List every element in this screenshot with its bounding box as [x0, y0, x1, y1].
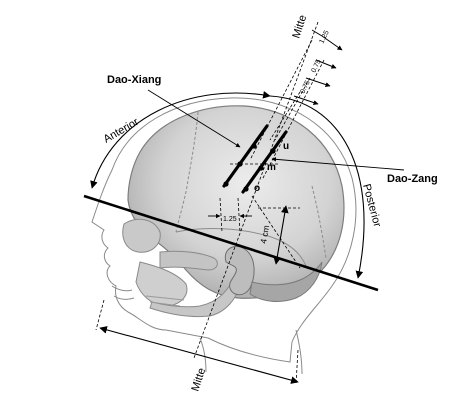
top-tick-1	[321, 35, 343, 51]
orbit	[122, 218, 161, 253]
guide-depth-vertical	[251, 195, 301, 269]
dao-xiang-line	[222, 124, 269, 188]
point-o	[243, 186, 249, 192]
ear	[224, 246, 255, 296]
mitte-top-label: Mitte	[290, 14, 309, 40]
dao-zang-line	[241, 130, 288, 194]
guide-offset-1	[219, 197, 223, 233]
lambdoid-suture	[311, 185, 327, 259]
reference-lines	[83, 91, 379, 384]
dim-height-label: 4 cm	[258, 224, 271, 244]
guide-top-d	[269, 91, 301, 141]
dao-zang-leader	[271, 157, 405, 171]
top-tick-3	[305, 77, 331, 87]
point-u-label: u	[283, 141, 289, 152]
posterior-arc	[269, 95, 365, 279]
point-dx-lower	[223, 181, 229, 187]
leader-lines	[147, 89, 405, 171]
zygomatic	[159, 250, 218, 271]
dao-xiang-label: Dao-Xiang	[107, 74, 161, 86]
acupuncture-points	[223, 143, 276, 192]
point-dx-upper	[251, 143, 257, 149]
bottom-measure	[99, 326, 299, 384]
lips	[111, 285, 135, 300]
top-tick-1b	[311, 29, 323, 37]
guide-top-c	[274, 77, 311, 141]
point-m	[258, 165, 264, 171]
anterior-arc	[90, 91, 271, 189]
top-tick-2	[315, 59, 337, 69]
dim-top-1-label: 1.25	[319, 29, 331, 44]
baseline	[83, 194, 379, 292]
acupuncture-lines	[222, 124, 288, 194]
squamous-suture	[175, 228, 307, 267]
maxilla	[135, 261, 188, 307]
guide-bottom-right	[295, 349, 299, 385]
top-tick-4	[293, 95, 319, 105]
point-m-label: m	[267, 162, 276, 173]
depth-measure	[273, 205, 289, 265]
dao-xiang-leader	[147, 89, 241, 148]
guide-offset-2	[237, 197, 241, 233]
teeth	[145, 295, 185, 307]
point-dx-mid	[237, 161, 243, 167]
head-illustration	[91, 97, 357, 375]
mitte-bottom-label: Mitte	[189, 367, 208, 393]
point-u	[270, 148, 276, 154]
dao-zang-label: Dao-Zang	[387, 173, 438, 185]
dim-offset-label: 1.25	[223, 216, 237, 223]
guide-bottom-left	[95, 299, 105, 331]
mastoid	[249, 261, 323, 302]
point-o-label: o	[254, 183, 260, 194]
top-scale	[293, 29, 343, 105]
